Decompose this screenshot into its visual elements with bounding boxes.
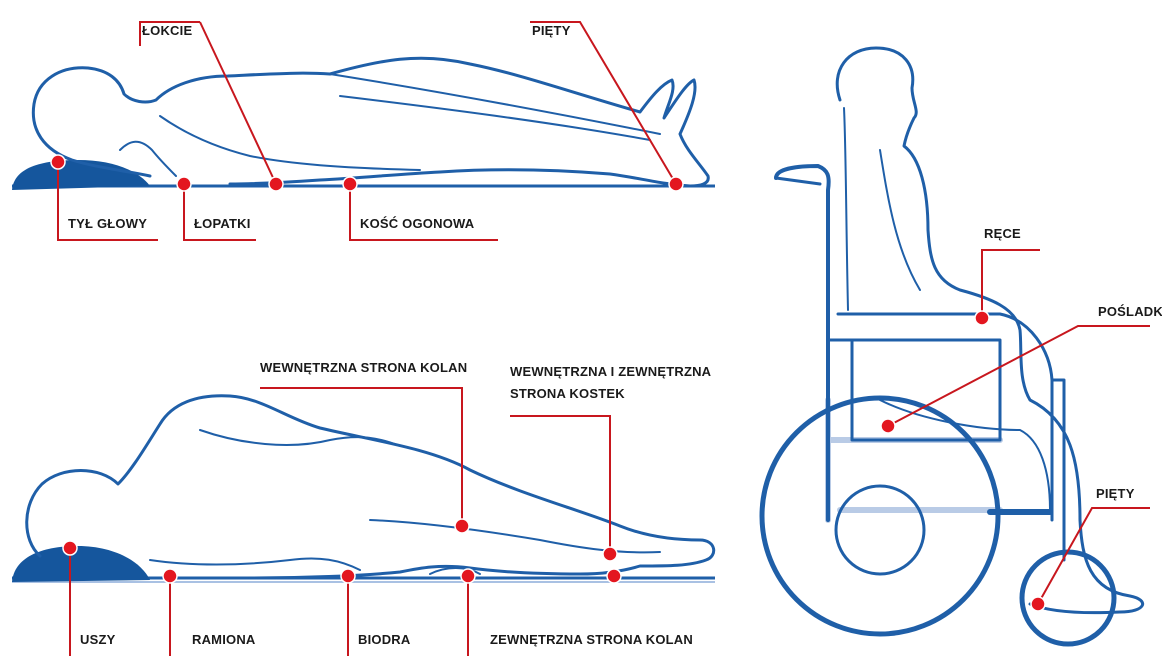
hands-marker — [975, 311, 989, 325]
label-outer-knees: ZEWNĘTRZNA STRONA KOLAN — [490, 632, 693, 647]
lateral-pillow — [12, 546, 150, 582]
supine-pillow — [12, 160, 150, 190]
wheelchair-figure — [762, 48, 1143, 644]
shoulder-blades-leader — [184, 184, 256, 240]
shoulders-marker — [163, 569, 177, 583]
label-ears: USZY — [80, 632, 116, 647]
heels-wheelchair-marker — [1031, 597, 1045, 611]
label-back-of-head: TYŁ GŁOWY — [68, 216, 147, 231]
ankles-leader — [510, 416, 610, 554]
label-hips: BIODRA — [358, 632, 411, 647]
supine-leaders — [58, 22, 676, 240]
supine-leg-line — [330, 74, 660, 140]
hips-marker — [341, 569, 355, 583]
heels-leader — [530, 22, 676, 184]
chair-main-wheel — [762, 398, 998, 634]
inner-ankle-marker — [603, 547, 617, 561]
inner-knees-leader — [260, 388, 462, 526]
elbows-marker — [269, 177, 283, 191]
supine-figure — [12, 58, 715, 190]
shoulder-blades-marker — [177, 177, 191, 191]
chair-backrest — [776, 166, 829, 520]
label-ankles-line2: STRONA KOSTEK — [510, 386, 625, 401]
seated-person-torso — [844, 108, 920, 310]
outer-knees-marker — [461, 569, 475, 583]
label-tailbone: KOŚĆ OGONOWA — [360, 216, 475, 231]
supine-arm — [160, 116, 420, 170]
outer-ankle-marker — [607, 569, 621, 583]
lateral-back-contour — [150, 558, 360, 570]
tailbone-leader — [350, 184, 498, 240]
inner-knees-marker — [455, 519, 469, 533]
supine-body-outline — [33, 58, 708, 186]
tailbone-marker — [343, 177, 357, 191]
label-inner-knees: WEWNĘTRZNA STRONA KOLAN — [260, 360, 467, 375]
chair-push-handle — [776, 178, 820, 184]
buttocks-marker — [881, 419, 895, 433]
label-shoulders: RAMIONA — [192, 632, 256, 647]
label-hands: RĘCE — [984, 226, 1021, 241]
hands-leader — [982, 250, 1040, 318]
label-heels-wheelchair: PIĘTY — [1096, 486, 1135, 501]
label-heels-supine: PIĘTY — [532, 23, 571, 38]
chair-leg-frame — [1052, 380, 1064, 560]
label-shoulder-blades: ŁOPATKI — [194, 216, 251, 231]
label-ankles-line1: WEWNĘTRZNA I ZEWNĘTRZNA — [510, 364, 712, 379]
heels-marker — [669, 177, 683, 191]
label-elbows: ŁOKCIE — [142, 23, 192, 38]
lateral-arm — [200, 430, 400, 446]
seated-person-outline — [837, 48, 1142, 613]
label-buttocks: POŚLADKI — [1098, 304, 1162, 319]
back-of-head-marker — [51, 155, 65, 169]
lateral-leaders — [70, 388, 610, 656]
chair-seat — [828, 340, 1000, 440]
elbows-leader-diag — [200, 22, 276, 184]
ears-marker — [63, 541, 77, 555]
chair-wheel-hub — [836, 486, 924, 574]
